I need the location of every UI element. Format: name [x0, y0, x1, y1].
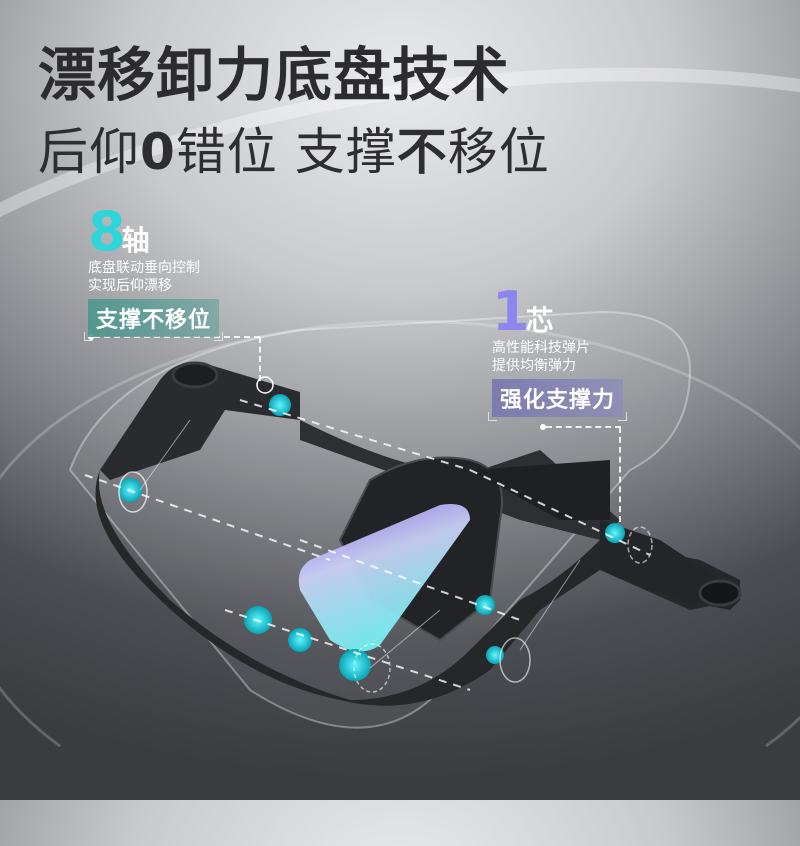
- callout-leader-line: [619, 427, 621, 522]
- callout-description: 底盘联动垂向控制 实现后仰漂移: [88, 259, 219, 295]
- callout-1-core: 1芯 高性能科技弹片 提供均衡弹力 强化支撑力: [487, 285, 628, 421]
- callout-heading: 8轴: [88, 205, 219, 259]
- callout-8-axis: 8轴 底盘联动垂向控制 实现后仰漂移 支撑不移位: [83, 205, 224, 341]
- callout-number: 8: [88, 200, 126, 263]
- callout-line: 实现后仰漂移: [88, 278, 172, 294]
- subtitle-text: 移位: [447, 123, 550, 181]
- subtitle-text: 后仰: [38, 123, 140, 181]
- callout-badge: 支撑不移位: [83, 299, 224, 341]
- subtitle-emphasis: 0: [140, 123, 176, 181]
- callout-number: 1: [492, 280, 530, 343]
- callout-description: 高性能科技弹片 提供均衡弹力: [492, 339, 623, 375]
- page-title: 漂移卸力底盘技术: [38, 41, 511, 109]
- callout-heading: 1芯: [492, 285, 623, 339]
- callout-unit: 轴: [121, 224, 150, 257]
- callout-line: 提供均衡弹力: [492, 358, 576, 374]
- subtitle-text: 错位 支撑: [175, 123, 397, 181]
- callout-line: 高性能科技弹片: [492, 340, 590, 356]
- chassis-illustration: [95, 361, 742, 706]
- callout-anchor-dot: [88, 334, 94, 340]
- callout-badge: 强化支撑力: [487, 379, 628, 421]
- callout-leader-line: [94, 336, 260, 338]
- page-subtitle: 后仰0错位 支撑不移位: [38, 112, 550, 184]
- callout-unit: 芯: [525, 304, 554, 337]
- callout-line: 底盘联动垂向控制: [88, 260, 200, 276]
- callout-leader-line: [259, 337, 261, 381]
- callout-anchor-dot: [540, 424, 546, 430]
- subtitle-emphasis: 不: [396, 123, 448, 181]
- callout-leader-line: [546, 426, 621, 428]
